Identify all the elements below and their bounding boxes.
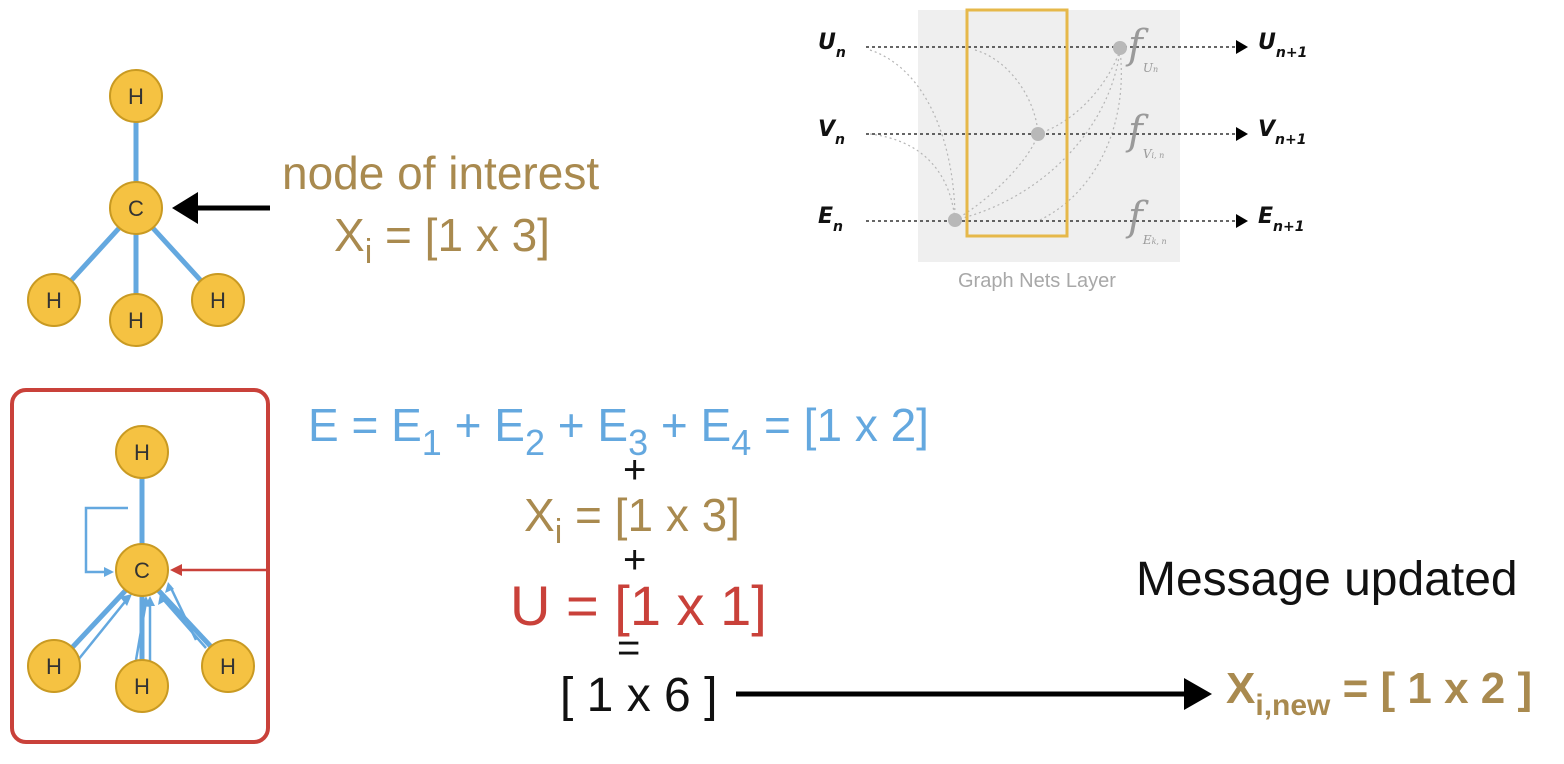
atom-h-left: H [27,273,81,327]
bonds [66,120,206,294]
xi-var: X [334,209,365,261]
bond-c-h-left [66,224,123,286]
output-e-label: En+1 [1258,204,1305,235]
incoming-message-arrows [77,506,207,666]
dotted-connectors [869,49,1122,221]
equals-sign: = [617,626,641,670]
atom-h-bottom-boxed: H [115,659,169,713]
methane-molecule-top: H C H H H [27,69,270,347]
arrowhead-e [1236,214,1248,228]
graph-nets-diagram [866,8,1248,262]
input-u-label: Un [818,30,846,61]
svg-text:H: H [134,440,150,465]
dot-e [948,213,962,227]
atom-c-boxed: C [115,543,169,597]
atom-h-right-boxed: H [201,639,255,693]
updated-node-feature: Xi,new = [ 1 x 2 ] [1226,664,1533,722]
atom-c-label: C [128,196,144,221]
node-feature-equation: Xi = [1 x 3] [524,489,740,551]
atom-h-bottom: H [109,293,163,347]
atom-h-top-label: H [128,84,144,109]
highlight-box [965,8,1069,238]
arrowhead-v [1236,127,1248,141]
atom-h-top: H [109,69,163,123]
input-e-label: En [818,204,843,235]
plus-sign-2: + [623,538,647,582]
function-v-label: fVi, n [1128,108,1165,161]
xi-sub: i [364,233,373,271]
atom-h-top-boxed: H [115,425,169,479]
bond-c-h-right [149,224,206,286]
incoming-arrowheads [104,567,174,607]
message-updated-title: Message updated [1136,553,1518,606]
function-e-label: fEk, n [1128,194,1167,247]
svg-text:C: C [134,558,150,583]
node-feature-size-top: Xi = [1 x 3] [334,208,550,272]
arrowhead-u [1236,40,1248,54]
atom-c-center: C [109,181,163,235]
node-of-interest-label: node of interest [282,147,600,199]
xi-rhs: = [1 x 3] [372,209,550,261]
output-u-label: Un+1 [1258,30,1308,61]
function-u-label: fUn [1128,22,1159,75]
output-v-label: Vn+1 [1258,117,1307,148]
svg-text:H: H [134,674,150,699]
atom-h-left-label: H [46,288,62,313]
dot-u [1113,41,1127,55]
pointer-arrow [172,192,270,224]
svg-text:H: H [46,654,62,679]
atom-h-left-boxed: H [27,639,81,693]
input-v-label: Vn [818,117,845,148]
signal-lines [866,46,1236,222]
plus-sign-1: + [623,448,647,492]
atom-h-right: H [191,273,245,327]
global-feature-equation: U = [1 x 1] [510,574,767,637]
methane-molecule-boxed: H C H H H [10,388,270,744]
atom-h-bottom-label: H [128,308,144,333]
edge-sum-equation: E = E1 + E2 + E3 + E4 = [1 x 2] [308,399,929,463]
global-message-arrow [170,564,266,576]
atom-h-right-label: H [210,288,226,313]
concatenated-result: [ 1 x 6 ] [560,669,718,722]
dot-v [1031,127,1045,141]
message-passing-frame [10,388,270,744]
graph-nets-caption: Graph Nets Layer [958,270,1116,292]
svg-text:H: H [220,654,236,679]
